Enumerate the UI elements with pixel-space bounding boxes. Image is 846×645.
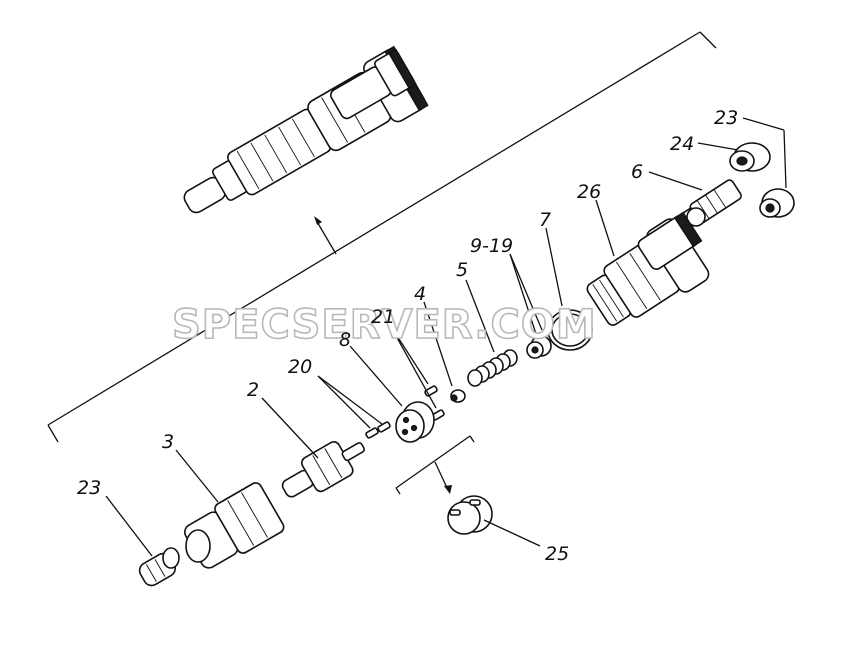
- part-3-nozzle-nut: [184, 482, 285, 569]
- label-24: 24: [670, 133, 694, 155]
- assembly-bracket: [47, 31, 717, 443]
- part-5-spring: [467, 349, 518, 387]
- watermark: SPECSERVER.COM: [172, 302, 597, 348]
- part-labels: 23 24 6 26 7 9-19 5 4 21 8 20 2 3 23 25: [77, 107, 738, 565]
- label-4: 4: [414, 283, 426, 305]
- part-7-o-ring: [547, 309, 593, 351]
- label-21: 21: [371, 306, 395, 328]
- part-8-disc: [395, 401, 435, 443]
- part-4-pin: [450, 389, 466, 403]
- part-20-pins: [365, 421, 391, 439]
- part-25-alt-disc: [395, 435, 493, 535]
- label-6: 6: [631, 161, 643, 183]
- label-8: 8: [339, 329, 351, 351]
- label-3: 3: [162, 431, 174, 453]
- part-2-needle-sprayer: [281, 441, 366, 498]
- label-5: 5: [456, 259, 468, 281]
- label-26: 26: [577, 181, 601, 203]
- part-9-19-shims: [526, 335, 552, 359]
- label-7: 7: [539, 209, 551, 231]
- label-25: 25: [545, 543, 569, 565]
- label-2: 2: [247, 379, 259, 401]
- assembled-injector: [183, 45, 429, 214]
- label-20: 20: [288, 356, 312, 378]
- part-26-housing: [586, 211, 710, 326]
- leader-lines: [105, 117, 787, 557]
- label-23-bottom: 23: [77, 477, 101, 499]
- label-9-19: 9-19: [470, 235, 513, 257]
- part-23-bottom-cap: [138, 547, 180, 587]
- part-24-nut: [729, 142, 771, 172]
- part-23-top-nut: [759, 188, 795, 218]
- label-23-top: 23: [714, 107, 738, 129]
